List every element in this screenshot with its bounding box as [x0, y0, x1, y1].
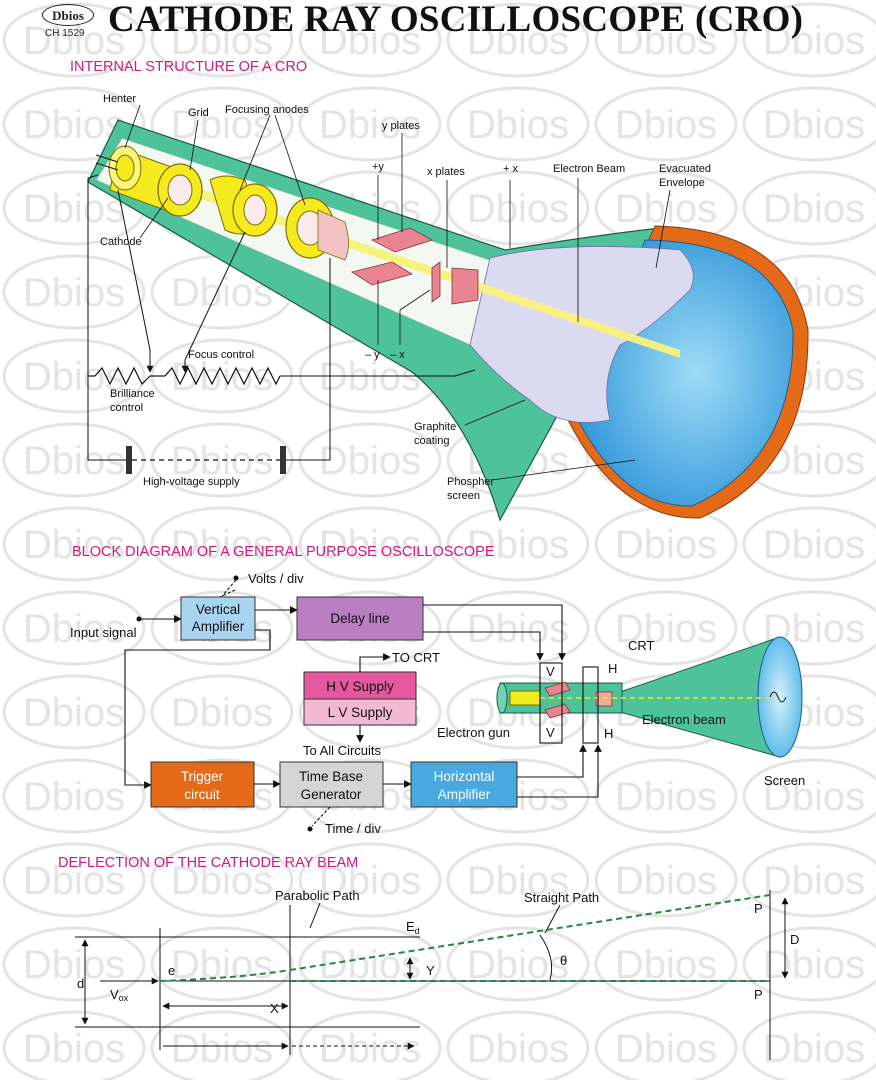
horizontal-label-1: Horizontal [434, 769, 495, 784]
timebase-label-1: Time Base [299, 769, 363, 784]
label-phosphor-1: Phospher [447, 476, 494, 488]
x-label: X [270, 1001, 279, 1016]
label-graphite-1: Graphite [414, 421, 456, 433]
hv-battery-left [126, 446, 132, 474]
screen-label: Screen [764, 773, 805, 788]
brilliance-resistor [94, 366, 151, 386]
hv-supply-label: H V Supply [326, 679, 394, 694]
straight-path-label: Straight Path [524, 890, 599, 905]
theta-label: θ [560, 953, 567, 968]
label-plus-y: +y [372, 161, 384, 173]
timebase-label-2: Generator [301, 787, 362, 802]
parabolic-path [159, 969, 291, 982]
label-focusing-anodes: Focusing anodes [225, 104, 309, 116]
label-envelope-1: Evacuated [659, 163, 711, 175]
label-focus-control: Focus control [188, 349, 254, 361]
page-title: CATHODE RAY OSCILLOSCOPE (CRO) [108, 0, 804, 40]
to-crt-label: TO CRT [392, 650, 440, 665]
crt-label: CRT [628, 638, 655, 653]
label-cathode: Cathode [100, 236, 142, 248]
crt-screen [757, 636, 803, 758]
d-small-label: d [77, 976, 84, 991]
dbios-logo: Dbios [42, 4, 94, 26]
to-all-circuits-label: To All Circuits [303, 743, 382, 758]
volts-div-label: Volts / div [248, 571, 304, 586]
section1-heading: INTERNAL STRUCTURE OF A CRO [70, 59, 307, 75]
lv-supply-label: L V Supply [328, 705, 393, 720]
label-electron-beam: Electron Beam [553, 163, 625, 175]
electron-beam-label: Electron beam [642, 712, 726, 727]
v-top-label: V [546, 664, 555, 679]
label-envelope-2: Envelope [659, 177, 705, 189]
d-big-label: D [790, 932, 799, 947]
block-diagram: Vertical Amplifier Delay line H V Supply… [70, 571, 805, 836]
trigger-label-2: circuit [184, 787, 220, 802]
hv-battery-right [280, 446, 286, 474]
deflection-diagram: Parabolic Path Straight Path Ed P P D e … [75, 888, 799, 1060]
label-minus-x: – x [390, 349, 405, 361]
x-plate-left [431, 261, 441, 303]
straight-path [289, 894, 771, 971]
e-label: e [168, 963, 175, 978]
vertical-amp-label-1: Vertical [196, 602, 240, 617]
crt-cone [619, 636, 781, 758]
label-plus-x: + x [503, 163, 518, 175]
v-bottom-label: V [546, 725, 555, 740]
h-bottom-label: H [604, 726, 613, 741]
label-grid: Grid [188, 107, 209, 119]
vertical-amp-label-2: Amplifier [192, 619, 245, 634]
label-brilliance-2: control [110, 402, 143, 414]
focus-resistor [164, 366, 281, 386]
x-plate-right [451, 267, 479, 305]
crt-tube: Henter Grid Focusing anodes y plates +y … [87, 93, 809, 522]
label-graphite-2: coating [414, 435, 449, 447]
p-bottom-label: P [754, 987, 763, 1002]
label-minus-y: – y [365, 349, 380, 361]
horizontal-label-2: Amplifier [438, 787, 491, 802]
section3-heading: DEFLECTION OF THE CATHODE RAY BEAM [58, 855, 358, 871]
label-y-plates: y plates [382, 120, 420, 132]
section2-heading: BLOCK DIAGRAM OF A GENERAL PURPOSE OSCIL… [72, 544, 495, 560]
p-top-label: P [754, 901, 763, 916]
parabolic-path-label: Parabolic Path [275, 888, 360, 903]
ed-label: Ed [406, 919, 420, 936]
trigger-label-1: Trigger [181, 769, 224, 784]
y-label: Y [426, 963, 435, 978]
label-brilliance-1: Brilliance [110, 388, 155, 400]
label-x-plates: x plates [427, 166, 465, 178]
time-div-label: Time / div [325, 821, 381, 836]
label-heater: Henter [103, 93, 136, 105]
h-top-label: H [608, 661, 617, 676]
chart-code: CH 1529 [45, 28, 85, 39]
vox-label: Vox [110, 987, 129, 1003]
label-hv-supply: High-voltage supply [143, 476, 240, 488]
electron-gun-block [509, 690, 541, 706]
label-phosphor-2: screen [447, 490, 480, 502]
electron-gun-label: Electron gun [437, 725, 510, 740]
input-signal-label: Input signal [70, 625, 137, 640]
delay-line-label: Delay line [330, 611, 389, 626]
